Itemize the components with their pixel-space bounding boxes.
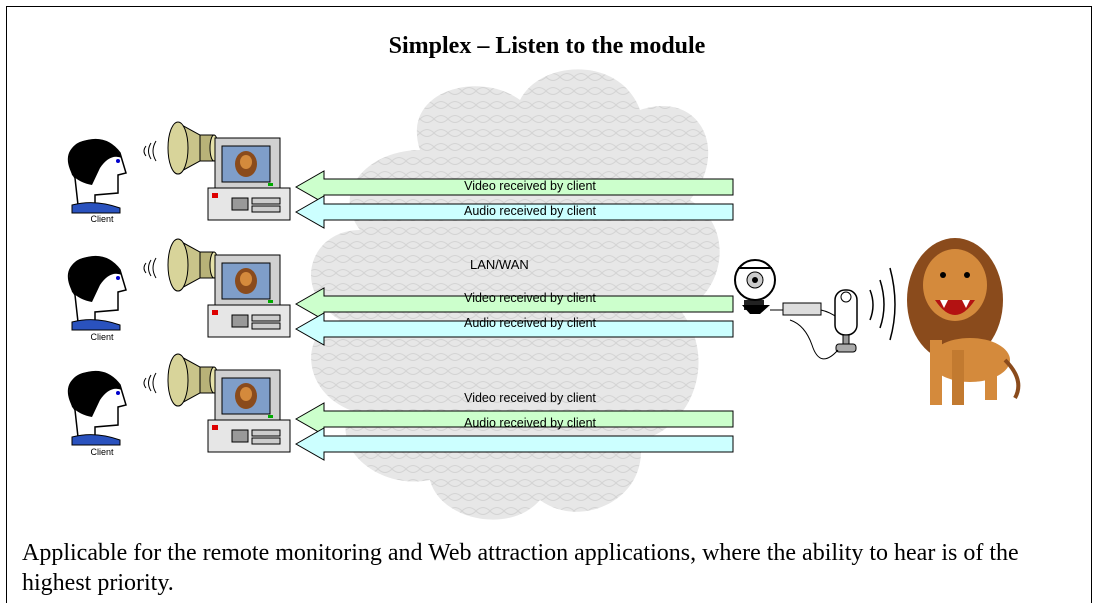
video-arrow-label-3: Video received by client — [464, 391, 596, 405]
audio-arrow — [294, 312, 734, 346]
lion-icon — [907, 238, 1021, 405]
client-row-2 — [67, 238, 734, 346]
client-row-3 — [67, 353, 734, 461]
slide-frame — [6, 6, 1092, 603]
computer-icon — [207, 137, 291, 221]
video-arrow-label-2: Video received by client — [464, 291, 596, 305]
webcam-icon — [734, 259, 776, 314]
person-icon — [67, 138, 127, 214]
audio-arrow — [294, 427, 734, 461]
audio-arrow-label-3: Audio received by client — [463, 416, 597, 430]
video-arrow-label-1: Video received by client — [464, 179, 596, 193]
microphone-icon — [789, 289, 858, 360]
audio-module-icon — [770, 302, 839, 319]
ear-waves-icon — [143, 140, 157, 162]
audio-arrow-label-1: Audio received by client — [463, 204, 597, 218]
client-row-1 — [67, 121, 734, 229]
ear-waves-icon — [143, 257, 157, 279]
computer-icon — [207, 369, 291, 453]
client-label-3: Client — [90, 447, 114, 457]
network-label: LAN/WAN — [470, 257, 529, 272]
slide-title: Simplex – Listen to the module — [388, 33, 706, 59]
audio-arrow-label-2: Audio received by client — [463, 316, 597, 330]
speaker-icon — [167, 238, 219, 292]
audio-arrow — [294, 195, 734, 229]
client-label-2: Client — [90, 332, 114, 342]
person-icon — [67, 255, 127, 331]
person-icon — [67, 370, 127, 446]
ear-waves-icon — [143, 372, 157, 394]
sound-waves-icon — [869, 267, 896, 341]
client-label-1: Client — [90, 214, 114, 224]
slide-caption: Applicable for the remote monitoring and… — [22, 540, 1019, 596]
computer-icon — [207, 254, 291, 338]
